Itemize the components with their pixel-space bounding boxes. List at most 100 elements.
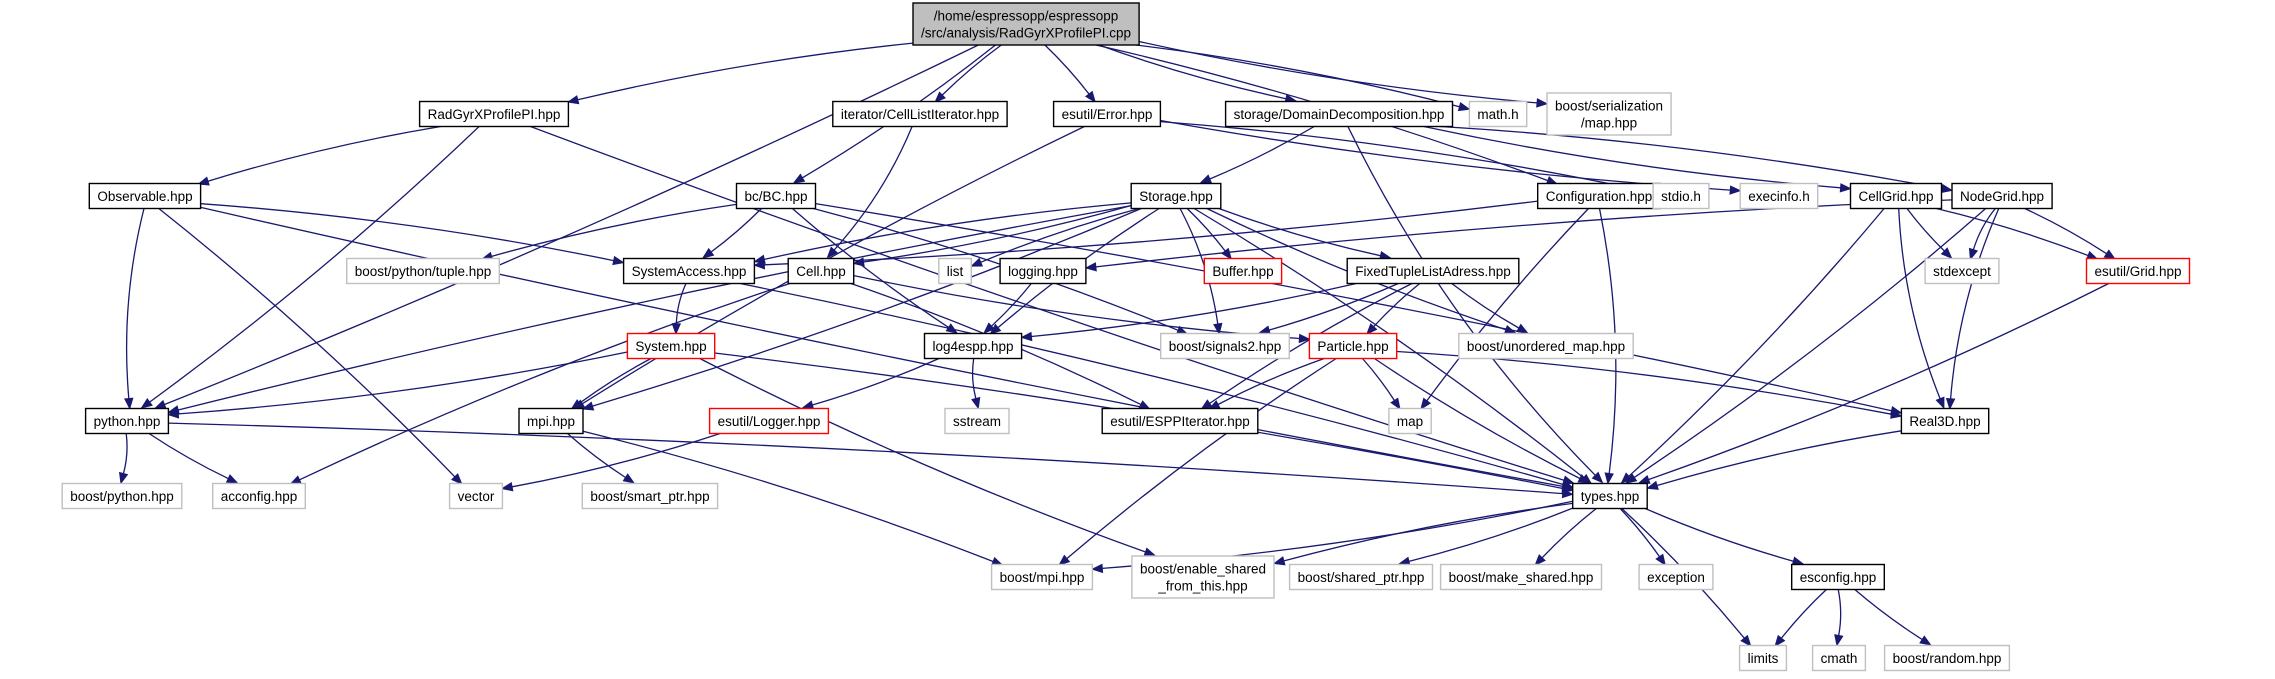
node-error[interactable]: esutil/Error.hpp — [1052, 100, 1162, 128]
node-fixedtuple[interactable]: FixedTupleListAdress.hpp — [1346, 257, 1520, 285]
node-box-bc[interactable] — [735, 182, 817, 210]
node-python[interactable]: python.hpp — [84, 407, 170, 435]
node-nodegrid[interactable]: NodeGrid.hpp — [1951, 182, 2053, 210]
edge-arrowhead-root-to-serialmap — [1536, 98, 1549, 108]
node-logging[interactable]: logging.hpp — [999, 257, 1087, 285]
node-box-real3d[interactable] — [1900, 407, 1990, 435]
node-random: boost/random.hpp — [1883, 644, 2011, 672]
node-particle[interactable]: Particle.hpp — [1308, 332, 1398, 360]
node-box-system[interactable] — [626, 332, 716, 360]
node-label-types: types.hpp — [1581, 489, 1640, 504]
node-box-cell[interactable] — [787, 257, 855, 285]
node-box-observable[interactable] — [88, 182, 202, 210]
node-label-execinfo: execinfo.h — [1748, 189, 1810, 204]
node-box-particle[interactable] — [1308, 332, 1398, 360]
node-celllistit[interactable]: iterator/CellListIterator.hpp — [832, 100, 1008, 128]
edge-arrowhead-cellgrid-to-types — [1620, 472, 1633, 484]
edge-arrowhead-system-to-enableshared — [1143, 547, 1157, 557]
node-types[interactable]: types.hpp — [1571, 482, 1648, 510]
node-logger[interactable]: esutil/Logger.hpp — [708, 407, 830, 435]
node-label-mpi: mpi.hpp — [527, 414, 575, 429]
node-box-mpi[interactable] — [518, 407, 584, 435]
edge-nodegrid-to-esgrid — [2024, 207, 2107, 255]
edge-fixedtuple-to-particle — [1373, 282, 1421, 328]
edge-system-to-mpi — [579, 357, 652, 404]
node-label-limits: limits — [1748, 651, 1779, 666]
node-box-esconfig[interactable] — [1790, 563, 1885, 591]
node-esconfig[interactable]: esconfig.hpp — [1790, 563, 1885, 591]
edge-nodegrid-to-real3d — [1949, 208, 2000, 399]
edge-arrowhead-types-to-makeshared — [1534, 554, 1546, 566]
edge-types-to-enableshared — [1283, 502, 1573, 562]
node-box-radgyr[interactable] — [418, 100, 570, 128]
edge-arrowhead-logging-to-log4espp — [983, 322, 996, 334]
node-box-domdec[interactable] — [1224, 100, 1454, 128]
node-cellgrid[interactable]: CellGrid.hpp — [1849, 182, 1943, 210]
edge-arrowhead-storage-to-unordmap — [1503, 325, 1517, 335]
node-box-sysaccess[interactable] — [622, 257, 756, 285]
node-box-storage[interactable] — [1130, 182, 1222, 210]
edge-sysaccess-to-system — [675, 283, 687, 324]
node-layer: /home/espressopp/espressopp/src/analysis… — [61, 2, 2191, 672]
node-mpi[interactable]: mpi.hpp — [518, 407, 584, 435]
node-box-configuration[interactable] — [1536, 182, 1661, 210]
node-box-cellgrid[interactable] — [1849, 182, 1943, 210]
edge-particle-to-bmpi — [1066, 357, 1337, 559]
node-box-logging[interactable] — [999, 257, 1087, 285]
edge-esgrid-to-types — [1648, 282, 2109, 481]
node-label-root: /src/analysis/RadGyrXProfilePI.cpp — [921, 25, 1131, 40]
node-label-map: map — [1397, 414, 1423, 429]
edge-arrowhead-domdec-to-cellgrid — [1839, 183, 1852, 193]
edge-arrowhead-esgrid-to-types — [1637, 474, 1651, 484]
node-cell[interactable]: Cell.hpp — [787, 257, 855, 285]
node-esgrid[interactable]: esutil/Grid.hpp — [2085, 257, 2191, 285]
node-box-python[interactable] — [84, 407, 170, 435]
node-domdec[interactable]: storage/DomainDecomposition.hpp — [1224, 100, 1454, 128]
node-label-fixedtuple: FixedTupleListAdress.hpp — [1355, 264, 1511, 279]
edge-storage-to-sysaccess — [764, 202, 1132, 261]
node-label-observable: Observable.hpp — [97, 189, 192, 204]
edge-log4espp-to-logger — [812, 357, 940, 406]
node-serialmap: boost/serialization/map.hpp — [1546, 92, 1672, 136]
node-mathh: math.h — [1468, 100, 1528, 128]
node-storage[interactable]: Storage.hpp — [1130, 182, 1222, 210]
edge-logger-to-vector — [511, 432, 721, 488]
node-root[interactable]: /home/espressopp/espressopp/src/analysis… — [912, 2, 1140, 46]
node-box-buffer[interactable] — [1203, 257, 1283, 285]
node-label-root: /home/espressopp/espressopp — [934, 8, 1119, 23]
edge-arrowhead-esconfig-to-random — [1919, 635, 1932, 646]
edge-arrowhead-domdec-to-storage — [1199, 174, 1213, 184]
node-observable[interactable]: Observable.hpp — [88, 182, 202, 210]
edge-arrowhead-particle-to-bmpi — [1058, 554, 1071, 566]
node-configuration[interactable]: Configuration.hpp — [1536, 182, 1661, 210]
node-real3d[interactable]: Real3D.hpp — [1900, 407, 1990, 435]
node-label-acconfig: acconfig.hpp — [221, 489, 298, 504]
edge-layer — [119, 40, 2117, 648]
edge-arrowhead-real3d-to-types — [1646, 480, 1659, 490]
edge-fixedtuple-to-signals2 — [1268, 282, 1399, 331]
node-box-esgrid[interactable] — [2085, 257, 2191, 285]
edge-arrowhead-observable-to-sysaccess — [612, 255, 625, 266]
node-box-fixedtuple[interactable] — [1346, 257, 1520, 285]
node-radgyr[interactable]: RadGyrXProfilePI.hpp — [418, 100, 570, 128]
node-box-logger[interactable] — [708, 407, 830, 435]
node-box-error[interactable] — [1052, 100, 1162, 128]
node-box-types[interactable] — [1571, 482, 1648, 510]
node-bc[interactable]: bc/BC.hpp — [735, 182, 817, 210]
node-box-log4espp[interactable] — [923, 332, 1023, 360]
node-log4espp[interactable]: log4espp.hpp — [923, 332, 1023, 360]
node-stdio: stdio.h — [1652, 182, 1710, 210]
edge-arrowhead-bc-to-sysaccess — [701, 247, 715, 259]
node-label-serialmap: boost/serialization — [1555, 98, 1663, 113]
node-box-esppit[interactable] — [1101, 407, 1259, 435]
node-box-mathh — [1468, 100, 1528, 128]
node-esppit[interactable]: esutil/ESPPIterator.hpp — [1101, 407, 1259, 435]
node-box-nodegrid[interactable] — [1951, 182, 2053, 210]
node-buffer[interactable]: Buffer.hpp — [1203, 257, 1283, 285]
node-box-root[interactable] — [912, 2, 1140, 46]
node-label-celllistit: iterator/CellListIterator.hpp — [841, 107, 999, 122]
node-box-celllistit[interactable] — [832, 100, 1008, 128]
node-sysaccess[interactable]: SystemAccess.hpp — [622, 257, 756, 285]
edge-bc-to-real3d — [815, 202, 1892, 412]
node-system[interactable]: System.hpp — [626, 332, 716, 360]
